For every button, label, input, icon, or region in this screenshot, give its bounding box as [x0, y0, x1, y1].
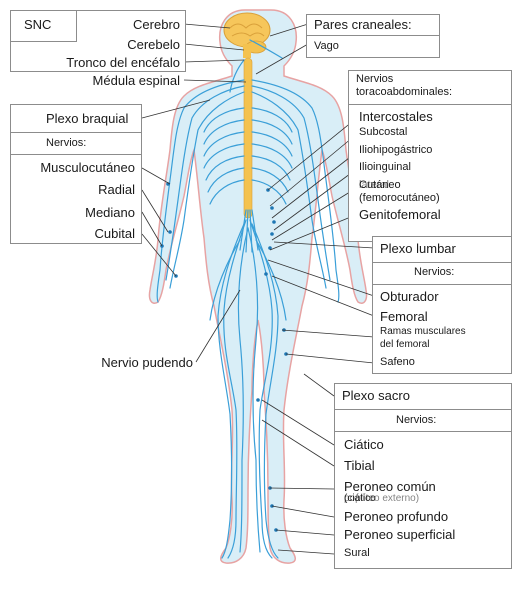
thoraco-femorocutaneo: (femorocutáneo): [359, 192, 440, 204]
sacral-box: [334, 383, 512, 569]
sacral-tibial: Tibial: [344, 458, 375, 473]
brachial-title: Plexo braquial: [46, 111, 129, 126]
thoraco-genitofemoral: Genitofemoral: [359, 207, 441, 222]
thoraco-box: [348, 70, 512, 242]
sacral-peroneo-superficial: Peroneo superficial: [344, 527, 456, 542]
brain-shape: [223, 12, 271, 48]
cns-box: [10, 10, 186, 72]
sacral-ciatico-paren: (ciático: [344, 493, 376, 504]
brainstem-shape: [243, 44, 251, 58]
leader-lines: [141, 23, 375, 555]
sacral-peroneo-profundo: Peroneo profundo: [344, 509, 449, 524]
brachial-subtitle: Nervios:: [46, 137, 87, 149]
cranial-box: [306, 14, 440, 58]
nerve-network: [156, 39, 340, 559]
cranial-title: Pares craneales:: [314, 17, 412, 32]
thoraco-intercostales: Intercostales: [359, 109, 433, 124]
brachial-mediano: Mediano: [85, 205, 135, 220]
sacral-subtitle: Nervios:: [396, 414, 437, 426]
sacral-ciatico: Ciático: [344, 437, 384, 452]
lumbar-obturador: Obturador: [380, 289, 439, 304]
lumbar-ramas-1: Ramas musculares: [380, 326, 466, 337]
brachial-box: [10, 104, 142, 244]
sacral-popliteo: poplíteo externo): [344, 493, 420, 504]
cns-tronco: Tronco del encéfalo: [66, 55, 180, 70]
brachial-cubital: Cubital: [94, 226, 135, 241]
cranial-vago: Vago: [314, 40, 339, 52]
thoraco-subcostal: Subcostal: [359, 126, 408, 138]
lumbar-safeno: Safeno: [380, 356, 415, 368]
cns-medula: Médula espinal: [92, 73, 180, 88]
thoraco-title-1: Nervios: [356, 73, 394, 85]
thoraco-iliohipogastrico: Iliohipogástrico: [359, 144, 433, 156]
lumbar-ramas-2: del femoral: [380, 339, 430, 350]
sacral-peroneo-comun: Peroneo común: [344, 479, 436, 494]
cns-cerebelo: Cerebelo: [127, 37, 180, 52]
sacral-title: Plexo sacro: [342, 388, 410, 403]
brachial-radial: Radial: [98, 182, 135, 197]
lumbar-title: Plexo lumbar: [380, 241, 456, 256]
lumbar-box: [372, 236, 512, 374]
cns-title: SNC: [24, 17, 52, 32]
thoraco-lateral: lateral: [359, 179, 389, 191]
thoraco-cutaneo: Cutáneo: [359, 179, 401, 191]
lumbar-femoral: Femoral: [380, 309, 428, 324]
cns-cerebro: Cerebro: [133, 17, 180, 32]
lumbar-subtitle: Nervios:: [414, 266, 455, 278]
brachial-musculocutaneo: Musculocutáneo: [40, 160, 135, 175]
thoraco-ilioinguinal: Ilioinguinal: [359, 161, 411, 173]
thoraco-title-2: toracoabdominales:: [356, 86, 453, 98]
cns-title-cell: [11, 11, 77, 42]
pudendal-label: Nervio pudendo: [101, 355, 193, 370]
sacral-sural: Sural: [344, 547, 370, 559]
